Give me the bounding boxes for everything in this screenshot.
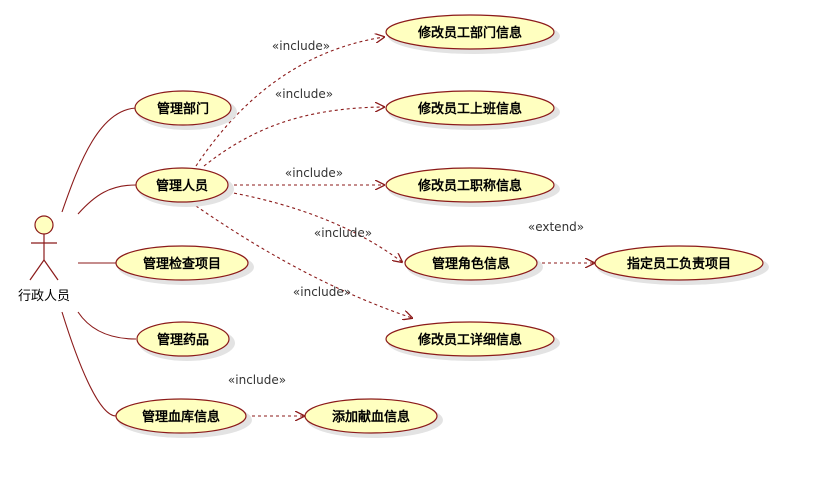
use-case-label: 管理部门 [157, 101, 209, 117]
use-case-label: 修改员工职称信息 [417, 178, 522, 194]
use-case-label: 修改员工详细信息 [417, 332, 522, 348]
use-case-edit-shift[interactable]: 修改员工上班信息 [385, 90, 560, 130]
include-label: «include» [285, 166, 343, 180]
use-case-manage-role[interactable]: 管理角色信息 [404, 245, 543, 285]
use-case-label: 管理检查项目 [143, 256, 221, 272]
include-arrow-dept [195, 37, 384, 167]
include-arrow-shift [203, 107, 384, 167]
use-case-label: 添加献血信息 [332, 409, 410, 425]
include-arrow-role [227, 191, 402, 262]
use-case-manage-staff[interactable]: 管理人员 [135, 167, 234, 207]
use-case-edit-title[interactable]: 修改员工职称信息 [385, 167, 560, 207]
use-case-label: 管理人员 [156, 178, 208, 194]
assoc-dept [61, 107, 137, 213]
dependencies [195, 37, 594, 416]
include-label: «include» [314, 226, 372, 240]
use-case-assign-item[interactable]: 指定员工负责项目 [594, 245, 769, 285]
include-label: «include» [272, 39, 330, 53]
include-arrow-detail [195, 205, 412, 318]
use-case-label: 管理药品 [157, 332, 209, 348]
associations [61, 107, 137, 417]
include-label: «include» [275, 87, 333, 101]
use-case-label: 管理角色信息 [432, 256, 510, 272]
include-label: «include» [228, 373, 286, 387]
use-case-manage-dept[interactable]: 管理部门 [134, 90, 237, 130]
use-case-add-blood[interactable]: 添加献血信息 [304, 398, 443, 438]
assoc-drug [77, 311, 137, 340]
use-case-label: 修改员工上班信息 [417, 101, 522, 117]
actor-label: 行政人员 [18, 289, 70, 304]
assoc-blood [61, 311, 117, 417]
use-case-edit-detail[interactable]: 修改员工详细信息 [385, 321, 560, 361]
use-case-manage-blood[interactable]: 管理血库信息 [115, 398, 252, 438]
use-case-label: 修改员工部门信息 [417, 25, 522, 41]
actor-figure[interactable] [29, 215, 59, 281]
extend-label: «extend» [528, 220, 584, 234]
include-label: «include» [293, 285, 351, 299]
use-case-edit-dept[interactable]: 修改员工部门信息 [385, 14, 560, 54]
assoc-staff [77, 184, 137, 215]
use-case-label: 管理血库信息 [142, 409, 220, 425]
use-case-manage-check[interactable]: 管理检查项目 [115, 245, 254, 285]
use-case-label: 指定员工负责项目 [627, 256, 731, 272]
use-case-manage-drug[interactable]: 管理药品 [136, 321, 235, 361]
